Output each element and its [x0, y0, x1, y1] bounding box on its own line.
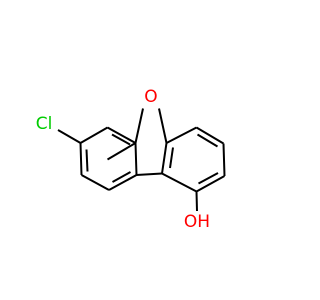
bond-inner-left-2 — [112, 171, 131, 183]
bond-inner-right-2 — [198, 172, 219, 185]
bond-oh — [195, 191, 198, 212]
bond-c6-c1 — [80, 126, 108, 144]
bond-furan-3 — [161, 142, 168, 174]
bond-furan-2 — [158, 108, 168, 144]
bond-furan-1 — [134, 108, 144, 144]
bond-inner-right-3 — [169, 147, 174, 169]
bond-r1 — [166, 126, 197, 144]
bond-c2-c3 — [134, 142, 138, 176]
atom-label-o-ring: O — [144, 87, 157, 107]
bond-r4 — [196, 175, 225, 193]
bond-r3 — [222, 143, 226, 177]
molecule-structure: O Cl OH — [36, 87, 226, 232]
atom-label-oh: OH — [184, 212, 210, 232]
bond-r2 — [195, 126, 225, 145]
bond-c3-c4 — [108, 174, 137, 191]
atom-label-cl: Cl — [36, 114, 53, 134]
bond-inner-left-3 — [85, 149, 89, 172]
bond-furan-4 — [136, 172, 163, 176]
bond-r5 — [161, 172, 197, 193]
bond-c1-c2 — [106, 142, 137, 161]
bond-cl — [57, 129, 82, 144]
bond-c1-c2b — [107, 126, 136, 144]
bond-inner-left-1 — [111, 133, 131, 146]
bond-inner-right-1 — [196, 133, 219, 148]
bond-c4-c5 — [81, 174, 110, 191]
bond-c5-c6 — [79, 142, 83, 176]
